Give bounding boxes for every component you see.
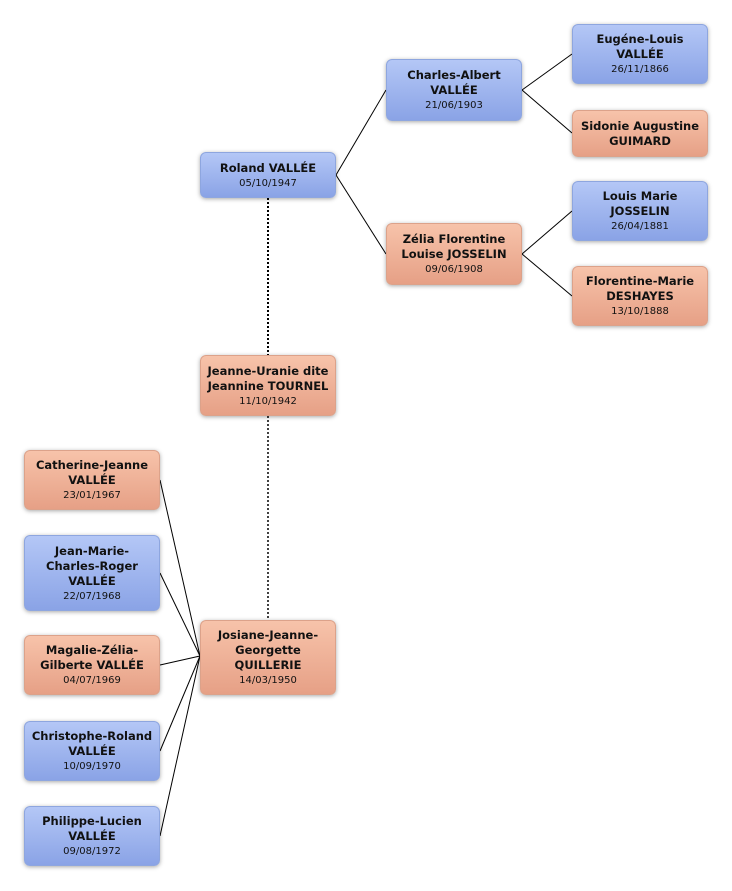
person-name: Eugéne-Louis VALLÉE [596,32,684,61]
person-name: Louis Marie JOSSELIN [602,189,678,218]
person-card-louis-marie[interactable]: Louis Marie JOSSELIN 26/04/1881 [572,181,708,241]
person-date: 10/09/1970 [63,761,121,772]
connector-line [159,655,201,837]
person-date: 14/03/1950 [239,675,297,686]
person-name: Christophe-Roland VALLÉE [31,729,153,758]
person-date: 09/06/1908 [425,264,483,275]
connector-line [521,89,573,134]
person-date: 05/10/1947 [239,177,297,189]
person-name: Roland VALLÉE [219,160,317,175]
person-card-catherine-jeanne[interactable]: Catherine-Jeanne VALLÉE 23/01/1967 [24,450,160,510]
person-card-florentine-marie[interactable]: Florentine-Marie DESHAYES 13/10/1888 [572,266,708,326]
person-card-jean-marie[interactable]: Jean-Marie-Charles-Roger VALLÉE 22/07/19… [24,535,160,611]
person-card-josiane[interactable]: Josiane-Jeanne-Georgette QUILLERIE 14/03… [200,620,336,695]
person-name: Sidonie Augustine GUIMARD [580,118,700,148]
person-card-eugene-louis[interactable]: Eugéne-Louis VALLÉE 26/11/1866 [572,24,708,84]
person-date: 26/11/1866 [611,64,669,75]
person-date: 23/01/1967 [63,490,121,501]
person-date: 22/07/1968 [63,590,121,602]
person-name: Charles-Albert VALLÉE [407,68,501,97]
person-date: 09/08/1972 [63,846,121,857]
person-name: Magalie-Zélia-Gilberte VALLÉE [40,643,144,672]
person-card-jeanne-uranie[interactable]: Jeanne-Uranie dite Jeannine TOURNEL 11/1… [200,355,336,416]
person-name: Jean-Marie-Charles-Roger VALLÉE [46,543,138,588]
person-card-sidonie[interactable]: Sidonie Augustine GUIMARD [572,110,708,157]
connector-line [521,253,573,297]
person-name: Philippe-Lucien VALLÉE [42,814,142,843]
connector-line [521,53,573,91]
person-date: 13/10/1888 [611,306,669,317]
person-date: 04/07/1969 [63,675,121,686]
connector-line [335,89,387,176]
person-name: Catherine-Jeanne VALLÉE [35,458,149,487]
person-name: Zélia Florentine Louise JOSSELIN [401,232,507,261]
connector-line [159,479,201,657]
person-card-zelia[interactable]: Zélia Florentine Louise JOSSELIN 09/06/1… [386,223,522,285]
person-date: 11/10/1942 [239,395,297,407]
person-name: Josiane-Jeanne-Georgette QUILLERIE [217,628,319,672]
person-card-charles-albert[interactable]: Charles-Albert VALLÉE 21/06/1903 [386,59,522,121]
connector-line [335,174,387,255]
connector-line [159,655,201,666]
person-card-magalie[interactable]: Magalie-Zélia-Gilberte VALLÉE 04/07/1969 [24,635,160,695]
person-card-roland[interactable]: Roland VALLÉE 05/10/1947 [200,152,336,198]
connector-line [521,210,573,255]
connector-line [159,572,201,657]
connector-line [159,655,201,752]
person-card-philippe-lucien[interactable]: Philippe-Lucien VALLÉE 09/08/1972 [24,806,160,866]
person-date: 21/06/1903 [425,100,483,111]
person-name: Florentine-Marie DESHAYES [585,274,695,303]
person-card-christophe-roland[interactable]: Christophe-Roland VALLÉE 10/09/1970 [24,721,160,781]
person-date: 26/04/1881 [611,221,669,232]
person-name: Jeanne-Uranie dite Jeannine TOURNEL [207,363,329,393]
